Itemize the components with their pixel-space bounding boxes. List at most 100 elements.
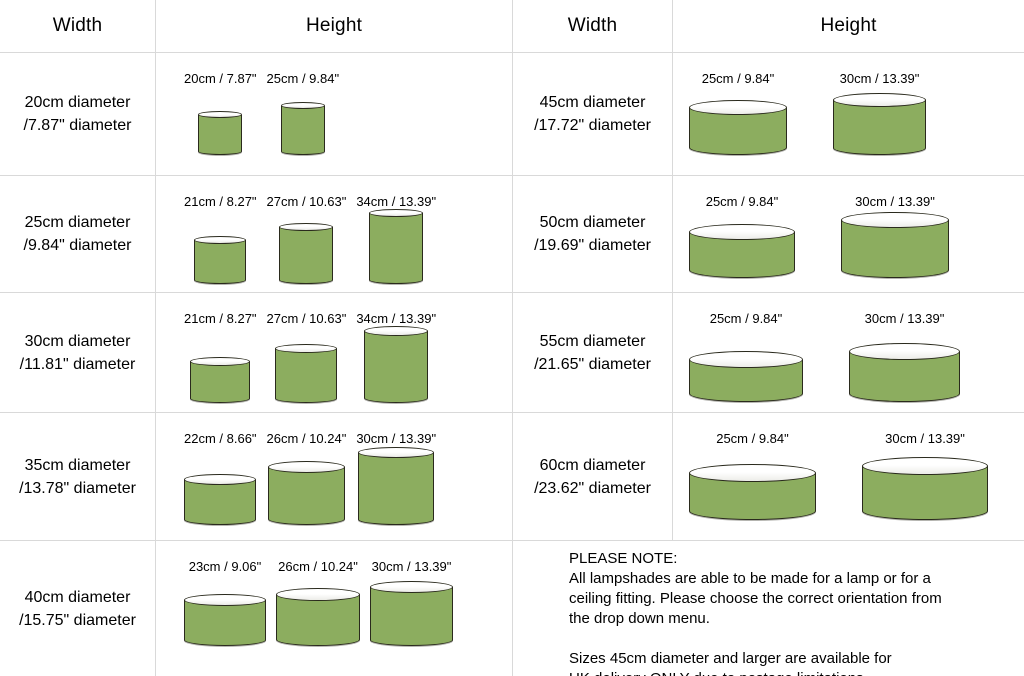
lampshade-drum-illustration: [184, 594, 266, 646]
shade-height-label: 21cm / 8.27": [184, 311, 257, 326]
shade-height-label: 30cm / 13.39": [839, 71, 920, 86]
drum-body: [275, 348, 338, 403]
shade-height-label: 27cm / 10.63": [266, 194, 347, 209]
shade-height-label: 30cm / 13.39": [356, 431, 437, 446]
lampshade-drum-illustration: [849, 343, 960, 402]
please-note-panel: PLEASE NOTE: All lampshades are able to …: [512, 540, 1024, 676]
shade-height-label: 30cm / 13.39": [855, 194, 935, 209]
drum-top-ellipse: [184, 474, 257, 485]
lampshade-figure: 30cm / 13.39": [849, 311, 960, 402]
lampshade-drum-illustration: [689, 224, 795, 278]
drum-body: [364, 331, 429, 403]
width-cell-20cm: 20cm diameter /7.87" diameter: [0, 52, 155, 175]
lampshade-drum-illustration: [689, 351, 803, 402]
drum-body: [267, 467, 345, 525]
drum-top-ellipse: [841, 212, 949, 228]
lampshade-figure: 30cm / 13.39": [356, 431, 436, 525]
height-cell-60cm: 25cm / 9.84" 30cm / 13.39": [672, 412, 1024, 540]
height-cell-35cm: 22cm / 8.66" 26cm / 10.24" 30cm / 13.39": [155, 412, 512, 540]
height-cell-25cm: 21cm / 8.27" 27cm / 10.63" 34cm / 13.39": [155, 175, 512, 292]
lampshade-drum-illustration: [190, 357, 251, 403]
lampshade-drum-illustration: [194, 236, 247, 284]
drum-body: [184, 479, 257, 525]
drum-body: [198, 114, 243, 155]
drum-top-ellipse: [364, 326, 429, 336]
shade-height-label: 34cm / 13.39": [356, 194, 437, 209]
lampshade-figure: 21cm / 8.27": [184, 311, 257, 403]
drum-top-ellipse: [689, 224, 795, 240]
lampshade-drum-illustration: [370, 581, 453, 646]
shade-height-label: 25cm / 9.84": [701, 71, 775, 86]
lampshade-drum-illustration: [275, 344, 338, 403]
drum-body: [358, 452, 435, 525]
lampshade-drum-illustration: [358, 447, 435, 525]
height-cell-50cm: 25cm / 9.84" 30cm / 13.39": [672, 175, 1024, 292]
shade-height-label: 25cm / 9.84": [266, 71, 340, 86]
drum-body: [370, 587, 453, 646]
drum-body: [689, 107, 787, 155]
right-width-header: Width: [512, 0, 672, 52]
drum-body: [184, 600, 266, 646]
lampshade-drum-illustration: [184, 474, 257, 525]
width-cell-60cm: 60cm diameter /23.62" diameter: [512, 412, 672, 540]
lampshade-figure: 25cm / 9.84": [689, 311, 803, 402]
drum-top-ellipse: [358, 447, 435, 458]
lampshade-figure: 30cm / 13.39": [833, 71, 926, 155]
left-height-header: Height: [155, 0, 512, 52]
lampshade-drum-illustration: [369, 209, 424, 284]
lampshade-figure: 21cm / 8.27": [184, 194, 257, 284]
width-cell-25cm: 25cm diameter /9.84" diameter: [0, 175, 155, 292]
width-cell-35cm: 35cm diameter /13.78" diameter: [0, 412, 155, 540]
shade-height-label: 21cm / 8.27": [184, 194, 257, 209]
lampshade-drum-illustration: [267, 461, 345, 525]
height-cell-30cm: 21cm / 8.27" 27cm / 10.63" 34cm / 13.39": [155, 292, 512, 412]
drum-top-ellipse: [689, 351, 803, 368]
drum-top-ellipse: [198, 111, 243, 118]
shade-height-label: 25cm / 9.84": [716, 431, 789, 446]
lampshade-drum-illustration: [841, 212, 949, 278]
lampshade-figure: 25cm / 9.84": [689, 431, 816, 520]
lampshade-drum-illustration: [280, 102, 325, 155]
shade-height-label: 22cm / 8.66": [184, 431, 257, 446]
width-cell-45cm: 45cm diameter /17.72" diameter: [512, 52, 672, 175]
shade-height-label: 20cm / 7.87": [184, 71, 257, 86]
lampshade-figure: 23cm / 9.06": [184, 559, 266, 646]
lampshade-drum-illustration: [833, 93, 926, 155]
note-body: All lampshades are able to be made for a…: [569, 570, 942, 676]
shade-height-label: 23cm / 9.06": [188, 559, 262, 574]
lampshade-drum-illustration: [689, 100, 787, 155]
lampshade-drum-illustration: [279, 223, 334, 284]
lampshade-figure: 30cm / 13.39": [370, 559, 453, 646]
lampshade-drum-illustration: [689, 464, 816, 520]
drum-top-ellipse: [190, 357, 251, 366]
drum-top-ellipse: [689, 464, 816, 482]
lampshade-figure: 26cm / 10.24": [266, 431, 347, 525]
shade-height-label: 27cm / 10.63": [266, 311, 347, 326]
height-cell-20cm: 20cm / 7.87" 25cm / 9.84": [155, 52, 512, 175]
drum-body: [190, 361, 251, 403]
drum-top-ellipse: [194, 236, 247, 244]
drum-body: [862, 466, 988, 520]
width-cell-40cm: 40cm diameter /15.75" diameter: [0, 540, 155, 676]
shade-height-label: 25cm / 9.84": [705, 194, 779, 209]
height-cell-55cm: 25cm / 9.84" 30cm / 13.39": [672, 292, 1024, 412]
drum-body: [279, 227, 334, 284]
height-cell-45cm: 25cm / 9.84" 30cm / 13.39": [672, 52, 1024, 175]
lampshade-drum-illustration: [364, 326, 429, 403]
lampshade-figure: 34cm / 13.39": [356, 194, 436, 284]
shade-height-label: 30cm / 13.39": [885, 431, 965, 446]
lampshade-figure: 25cm / 9.84": [266, 71, 340, 155]
lampshade-figure: 34cm / 13.39": [356, 311, 436, 403]
drum-top-ellipse: [279, 223, 334, 231]
right-height-header: Height: [672, 0, 1024, 52]
drum-top-ellipse: [370, 581, 453, 593]
drum-body: [833, 100, 926, 155]
drum-body: [194, 240, 247, 284]
drum-top-ellipse: [849, 343, 960, 360]
width-cell-30cm: 30cm diameter /11.81" diameter: [0, 292, 155, 412]
lampshade-figure: 26cm / 10.24": [276, 559, 360, 646]
drum-body: [280, 105, 325, 155]
shade-height-label: 26cm / 10.24": [266, 431, 347, 446]
drum-body: [841, 220, 949, 278]
